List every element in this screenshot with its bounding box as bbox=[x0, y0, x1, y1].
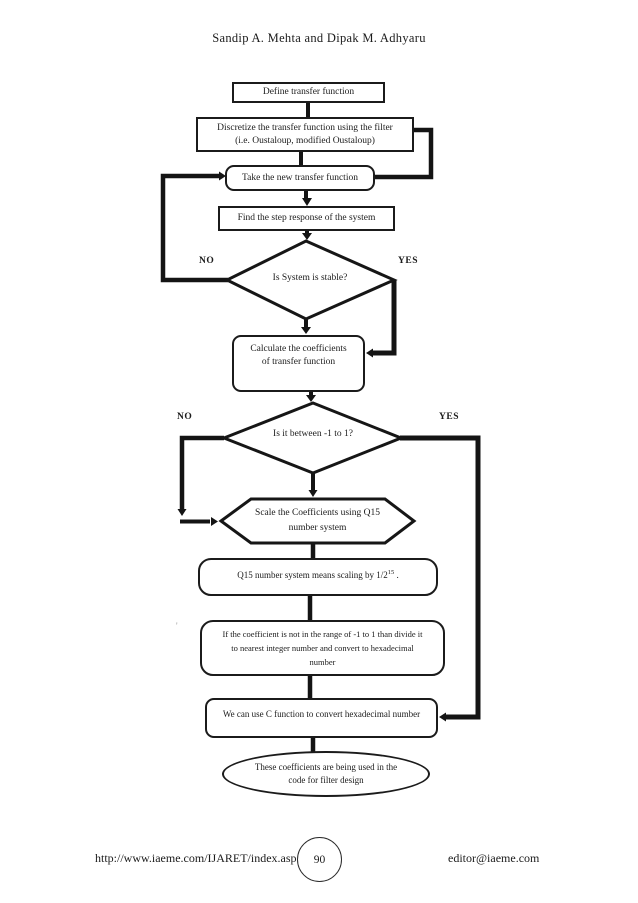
node-take-new: Take the new transfer function bbox=[225, 165, 375, 191]
arrow-into-takenew bbox=[219, 171, 226, 181]
node-step-response: Find the step response of the system bbox=[218, 206, 395, 231]
node-range-rule-line3: number bbox=[309, 657, 336, 667]
header-authors: Sandip A. Mehta and Dipak M. Adhyaru bbox=[212, 31, 426, 45]
branch-stable-yes: YES bbox=[398, 256, 418, 266]
node-define-label: Define transfer function bbox=[262, 87, 355, 97]
stray-mark: ' bbox=[176, 621, 178, 631]
node-calculate-line1: Calculate the coefficients bbox=[250, 344, 347, 354]
arrow-yes2-into-cfunction bbox=[439, 712, 446, 722]
node-c-function-label: We can use C function to convert hexadec… bbox=[222, 709, 421, 719]
node-final-line2: code for filter design bbox=[288, 775, 364, 785]
diamond-range-check bbox=[219, 401, 406, 475]
node-step-response-label: Find the step response of the system bbox=[237, 213, 376, 223]
hexagon-scale-line2: Q15 number system bbox=[288, 508, 380, 533]
connector-stable-no-loop bbox=[160, 173, 228, 283]
decision-shapes bbox=[218, 239, 417, 545]
node-range-rule-line2: to nearest integer number and convert to… bbox=[231, 643, 414, 653]
arrow-into-hexagon-top bbox=[308, 490, 318, 497]
branch-range-yes: YES bbox=[439, 412, 459, 422]
arrow-into-rangecheck bbox=[306, 395, 316, 402]
node-q15: Q15 number system means scaling by 1/215… bbox=[198, 558, 438, 596]
node-take-new-label: Take the new transfer function bbox=[242, 172, 358, 183]
arrow-yes1-into-calculate bbox=[366, 348, 373, 358]
node-c-function: We can use C function to convert hexadec… bbox=[205, 698, 438, 738]
diamond-stable bbox=[223, 239, 398, 321]
node-final: These coefficients are being used in the… bbox=[222, 751, 430, 797]
arrow-into-hexagon-left bbox=[211, 517, 218, 526]
node-range-rule-line1: If the coefficient is not in the range o… bbox=[222, 629, 423, 639]
hexagon-scale-label: Scale the Coefficients using Q15 number … bbox=[240, 506, 395, 536]
branch-range-no: NO bbox=[177, 412, 193, 422]
connector-discretize-right-elbow bbox=[374, 127, 434, 180]
branch-stable-no: NO bbox=[199, 256, 215, 266]
arrow-no2-down bbox=[177, 509, 187, 516]
arrow-into-calculate bbox=[301, 327, 311, 334]
node-q15-superscript: 15 bbox=[387, 569, 395, 576]
node-q15-suffix: . bbox=[394, 570, 399, 580]
node-calculate-line2: of transfer function bbox=[261, 357, 336, 367]
connector-stable-yes bbox=[372, 280, 397, 356]
node-define: Define transfer function bbox=[232, 82, 385, 103]
node-discretize: Discretize the transfer function using t… bbox=[196, 117, 414, 152]
page-number: 90 bbox=[313, 853, 326, 866]
node-range-rule: If the coefficient is not in the range o… bbox=[200, 620, 445, 676]
node-discretize-line1: Discretize the transfer function using t… bbox=[217, 122, 393, 133]
page-number-circle: 90 bbox=[297, 837, 342, 882]
footer-url-link[interactable]: http://www.iaeme.com/IJARET/index.asp bbox=[95, 851, 297, 865]
connector-rangecheck-no bbox=[179, 435, 224, 509]
arrowheads bbox=[177, 171, 446, 722]
arrow-into-step bbox=[302, 198, 312, 206]
connector-rangecheck-yes bbox=[400, 435, 481, 720]
node-discretize-line2: (i.e. Oustaloup, modified Oustaloup) bbox=[235, 135, 375, 146]
hexagon-scale bbox=[218, 497, 417, 545]
diamond-stable-question: Is System is stable? bbox=[272, 273, 348, 283]
node-q15-prefix: Q15 number system means scaling by 1/2 bbox=[237, 570, 388, 580]
node-final-line1: These coefficients are being used in the bbox=[254, 762, 398, 772]
arrow-into-stable bbox=[302, 233, 312, 240]
hexagon-scale-line1: Scale the Coefficients using bbox=[255, 508, 362, 518]
footer-email-link[interactable]: editor@iaeme.com bbox=[448, 851, 540, 865]
diamond-range-check-question: Is it between -1 to 1? bbox=[273, 429, 353, 439]
node-calculate: Calculate the coefficients of transfer f… bbox=[232, 335, 365, 392]
